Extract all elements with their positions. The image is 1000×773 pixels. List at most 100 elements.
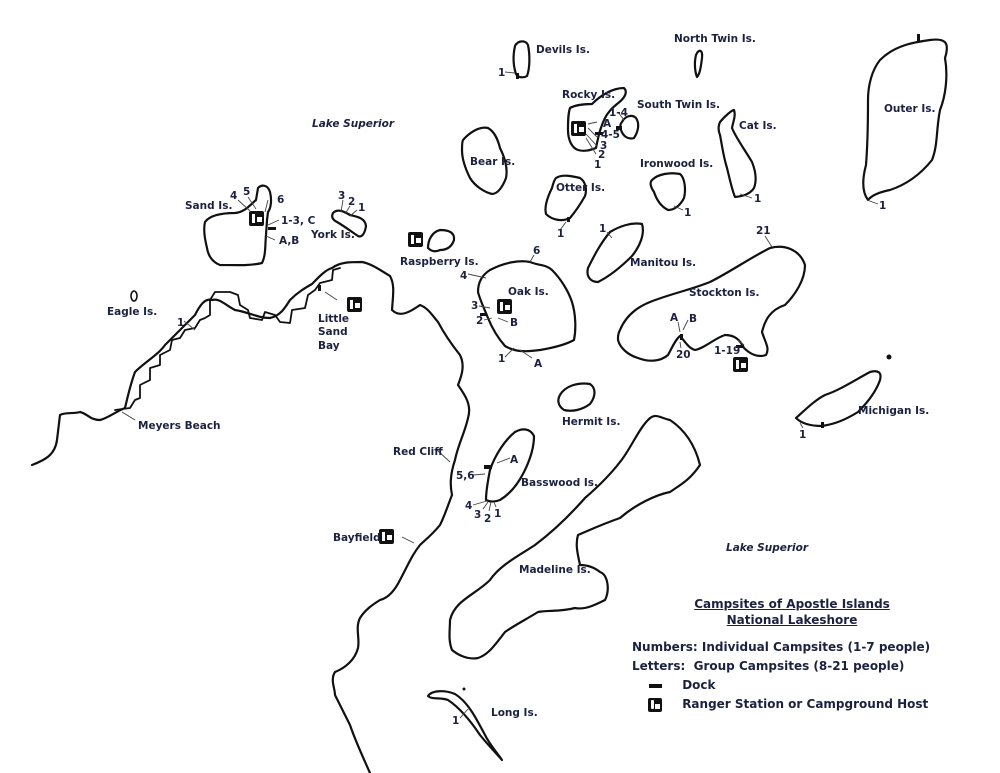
- campsite-label: 2: [476, 315, 483, 327]
- legend-row-ranger: Ranger Station or Campground Host: [632, 695, 952, 714]
- long-island-dot: [462, 687, 466, 691]
- bayfield-label: Bayfield: [333, 532, 381, 544]
- campsite-label: 1: [557, 228, 564, 240]
- ironwood-island-label: Ironwood Is.: [640, 158, 713, 170]
- campsite-label: A: [670, 312, 679, 324]
- campsite-label: 1: [799, 429, 806, 441]
- manitou-island-shape: [586, 222, 644, 284]
- legend-dock-label: Dock: [682, 678, 716, 692]
- dock-icon: [736, 345, 744, 348]
- raspberry-island-label: Raspberry Is.: [400, 256, 479, 268]
- raspberry-island-shape: [426, 228, 456, 253]
- cat-island-label: Cat Is.: [739, 120, 777, 132]
- campsite-label: 6: [277, 194, 284, 206]
- lake-superior-label: Lake Superior: [312, 118, 395, 130]
- campsite-label: 6: [533, 245, 540, 257]
- basswood-island-shape: [484, 428, 536, 503]
- little-sand-bay-label: Bay: [318, 340, 340, 352]
- michigan-island-label: Michigan Is.: [858, 405, 929, 417]
- campsite-label: 5: [243, 186, 250, 198]
- campsite-label: 1: [358, 202, 365, 214]
- north-twin-island-label: North Twin Is.: [674, 33, 756, 45]
- campsite-label: B: [510, 317, 518, 329]
- hermit-island-label: Hermit Is.: [562, 416, 620, 428]
- dock-icon: [567, 217, 570, 222]
- ranger-station-icon: [497, 299, 512, 314]
- legend-title: Campsites of Apostle Islands National La…: [632, 596, 952, 628]
- bear-island-shape: [460, 126, 508, 196]
- map-legend: Campsites of Apostle Islands National La…: [632, 596, 952, 714]
- campsite-label: 21: [756, 225, 771, 237]
- devils-island-label: Devils Is.: [536, 44, 590, 56]
- manitou-island-label: Manitou Is.: [630, 257, 696, 269]
- outer-island-label: Outer Is.: [884, 103, 936, 115]
- eagle-island-shape: [130, 290, 138, 302]
- campsite-label: 1-4: [609, 107, 628, 119]
- campsite-label: 1-3, C: [281, 215, 316, 227]
- park-boundary-line: [114, 267, 341, 411]
- campsite-label: 1: [498, 353, 505, 365]
- cat-island-shape: [717, 108, 757, 199]
- york-island-label: York Is.: [310, 229, 355, 241]
- lake-superior-label: Lake Superior: [726, 542, 809, 554]
- legend-letters-key: Letters:: [632, 659, 686, 673]
- dock-bar-icon: [648, 683, 662, 688]
- york-island-shape: [331, 209, 368, 238]
- long-island-shape: [426, 690, 504, 762]
- legend-numbers-desc: Individual Campsites (1-7 people): [701, 640, 931, 654]
- dock-icon: [268, 227, 276, 230]
- campsite-label: 1: [594, 159, 601, 171]
- ironwood-island-shape: [649, 172, 687, 212]
- meyers-beach-label: Meyers Beach: [138, 420, 221, 432]
- campsite-label: 3: [471, 300, 478, 312]
- dock-icon: [595, 132, 603, 135]
- basswood-island-label: Basswood Is.: [521, 477, 598, 489]
- dock-icon: [616, 126, 622, 130]
- madeline-island-shape: [448, 414, 702, 660]
- legend-letters-desc: Group Campsites (8-21 people): [693, 659, 905, 673]
- legend-numbers-key: Numbers:: [632, 640, 698, 654]
- campsite-label: 4: [465, 500, 472, 512]
- ranger-station-icon: [648, 697, 662, 712]
- campsite-label: 4: [230, 190, 237, 202]
- red-cliff-label: Red Cliff: [393, 446, 443, 458]
- legend-row-dock: Dock: [632, 676, 952, 695]
- ranger-station-icon: [249, 211, 264, 226]
- ranger-station-icon: [347, 297, 362, 312]
- north-twin-island-shape: [693, 49, 704, 79]
- devils-island-shape: [512, 40, 531, 79]
- madeline-island-label: Madeline Is.: [519, 564, 591, 576]
- campsite-label: 2: [484, 513, 491, 525]
- ranger-station-icon: [379, 529, 394, 544]
- dock-icon: [480, 313, 486, 316]
- campsite-label: 20: [676, 349, 691, 361]
- legend-title-line1: Campsites of Apostle Islands: [694, 597, 890, 611]
- little-sand-bay-label: Little: [318, 313, 349, 325]
- oak-island-shape: [476, 260, 577, 353]
- sand-island-label: Sand Is.: [185, 200, 232, 212]
- stockton-island-label: Stockton Is.: [689, 287, 760, 299]
- campsite-label: 4: [460, 270, 467, 282]
- campsite-label: 1: [452, 715, 459, 727]
- campsite-label: 5,6: [456, 470, 475, 482]
- legend-ranger-label: Ranger Station or Campground Host: [682, 697, 929, 711]
- gull-island-dot: [886, 354, 892, 360]
- dock-icon: [821, 422, 824, 428]
- campsite-label: 1: [177, 317, 184, 329]
- rocky-island-label: Rocky Is.: [562, 89, 615, 101]
- stockton-island-shape: [616, 245, 807, 362]
- campsite-label: A: [534, 358, 543, 370]
- campsite-label: 1: [684, 207, 691, 219]
- outer-island-shape: [862, 38, 948, 202]
- campsite-label: 1: [494, 508, 501, 520]
- leader-lines: [121, 71, 879, 719]
- campsite-label: 3: [600, 140, 607, 152]
- campsite-label: 1: [754, 193, 761, 205]
- campsite-label: A: [603, 118, 612, 130]
- dock-icon: [484, 465, 492, 469]
- campsite-label: 2: [598, 149, 605, 161]
- legend-row-letters: Letters: Group Campsites (8-21 people): [632, 657, 952, 676]
- campsite-label: 4-5: [601, 129, 620, 141]
- oak-island-label: Oak Is.: [508, 286, 549, 298]
- south-twin-island-label: South Twin Is.: [637, 99, 720, 111]
